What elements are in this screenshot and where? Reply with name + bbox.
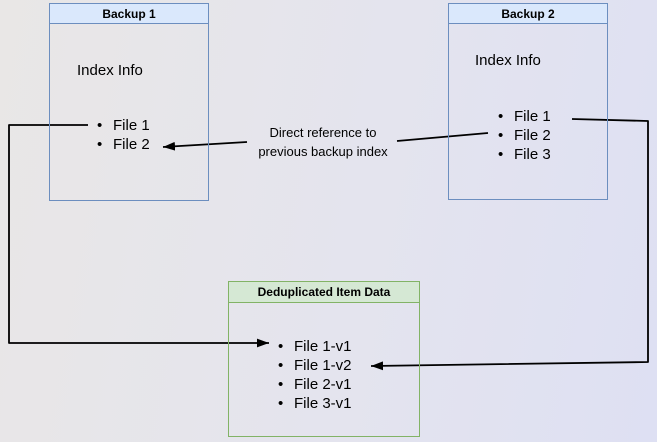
backup2-header: Backup 2 bbox=[449, 4, 607, 24]
list-item: File 2 bbox=[498, 126, 551, 145]
backup1-index-info-label: Index Info bbox=[77, 62, 143, 79]
direct-reference-label: Direct reference to previous backup inde… bbox=[233, 124, 413, 161]
direct-reference-label-line1: Direct reference to bbox=[269, 125, 377, 140]
list-item: File 3 bbox=[498, 145, 551, 164]
list-item: File 1-v1 bbox=[278, 337, 352, 356]
backup1-file-list: File 1 File 2 bbox=[97, 116, 150, 154]
list-item: File 2 bbox=[97, 135, 150, 154]
backup2-box: Backup 2 bbox=[448, 3, 608, 200]
list-item: File 1-v2 bbox=[278, 356, 352, 375]
list-item: File 1 bbox=[498, 107, 551, 126]
dedup-item-list: File 1-v1 File 1-v2 File 2-v1 File 3-v1 bbox=[278, 337, 352, 413]
backup2-index-info-label: Index Info bbox=[475, 52, 541, 69]
backup2-file-list: File 1 File 2 File 3 bbox=[498, 107, 551, 164]
dedup-header: Deduplicated Item Data bbox=[229, 282, 419, 303]
dedup-box: Deduplicated Item Data bbox=[228, 281, 420, 437]
list-item: File 3-v1 bbox=[278, 394, 352, 413]
direct-reference-label-line2: previous backup index bbox=[258, 143, 388, 159]
backup1-header: Backup 1 bbox=[50, 4, 208, 24]
backup1-box: Backup 1 bbox=[49, 3, 209, 201]
list-item: File 2-v1 bbox=[278, 375, 352, 394]
list-item: File 1 bbox=[97, 116, 150, 135]
